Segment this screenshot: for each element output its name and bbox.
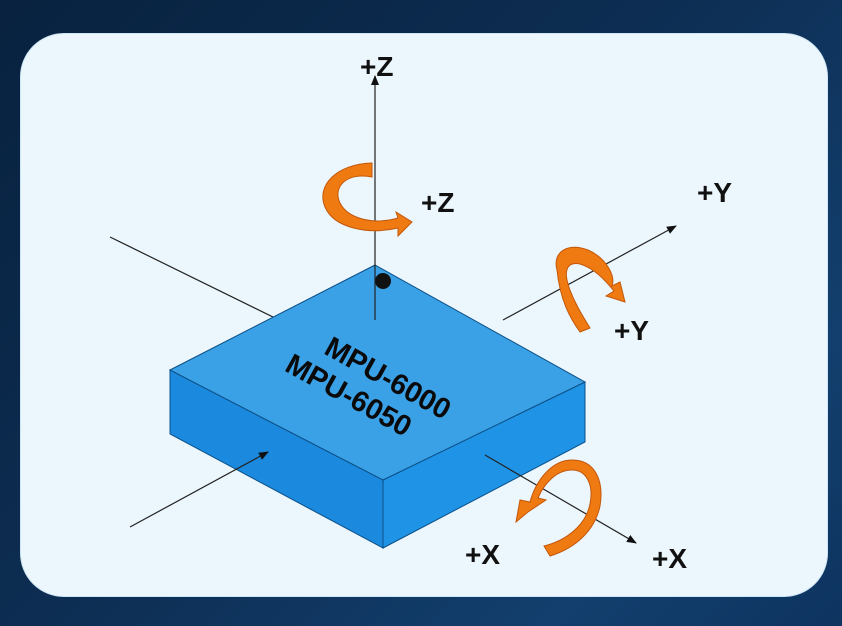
y-rotation-arrow-icon xyxy=(555,246,626,333)
x-rotation-label: +X xyxy=(465,539,500,570)
x-rotation-arrow-icon xyxy=(515,459,602,557)
z-rotation-label: +Z xyxy=(421,187,454,218)
y-axis-label: +Y xyxy=(697,177,732,208)
mpu-chip: MPU-6000 MPU-6050 xyxy=(168,264,587,549)
chip-top-face xyxy=(168,264,587,481)
z-axis-label: +Z xyxy=(360,51,393,82)
y-rotation-label: +Y xyxy=(614,315,649,346)
z-rotation-arrow-icon xyxy=(322,162,413,238)
pin1-dot-icon xyxy=(375,273,391,289)
y-axis-line-back xyxy=(502,225,677,321)
x-axis-label: +X xyxy=(652,543,687,574)
x-axis-arrow-front-left xyxy=(129,451,269,528)
x-axis-line-front xyxy=(484,454,637,544)
